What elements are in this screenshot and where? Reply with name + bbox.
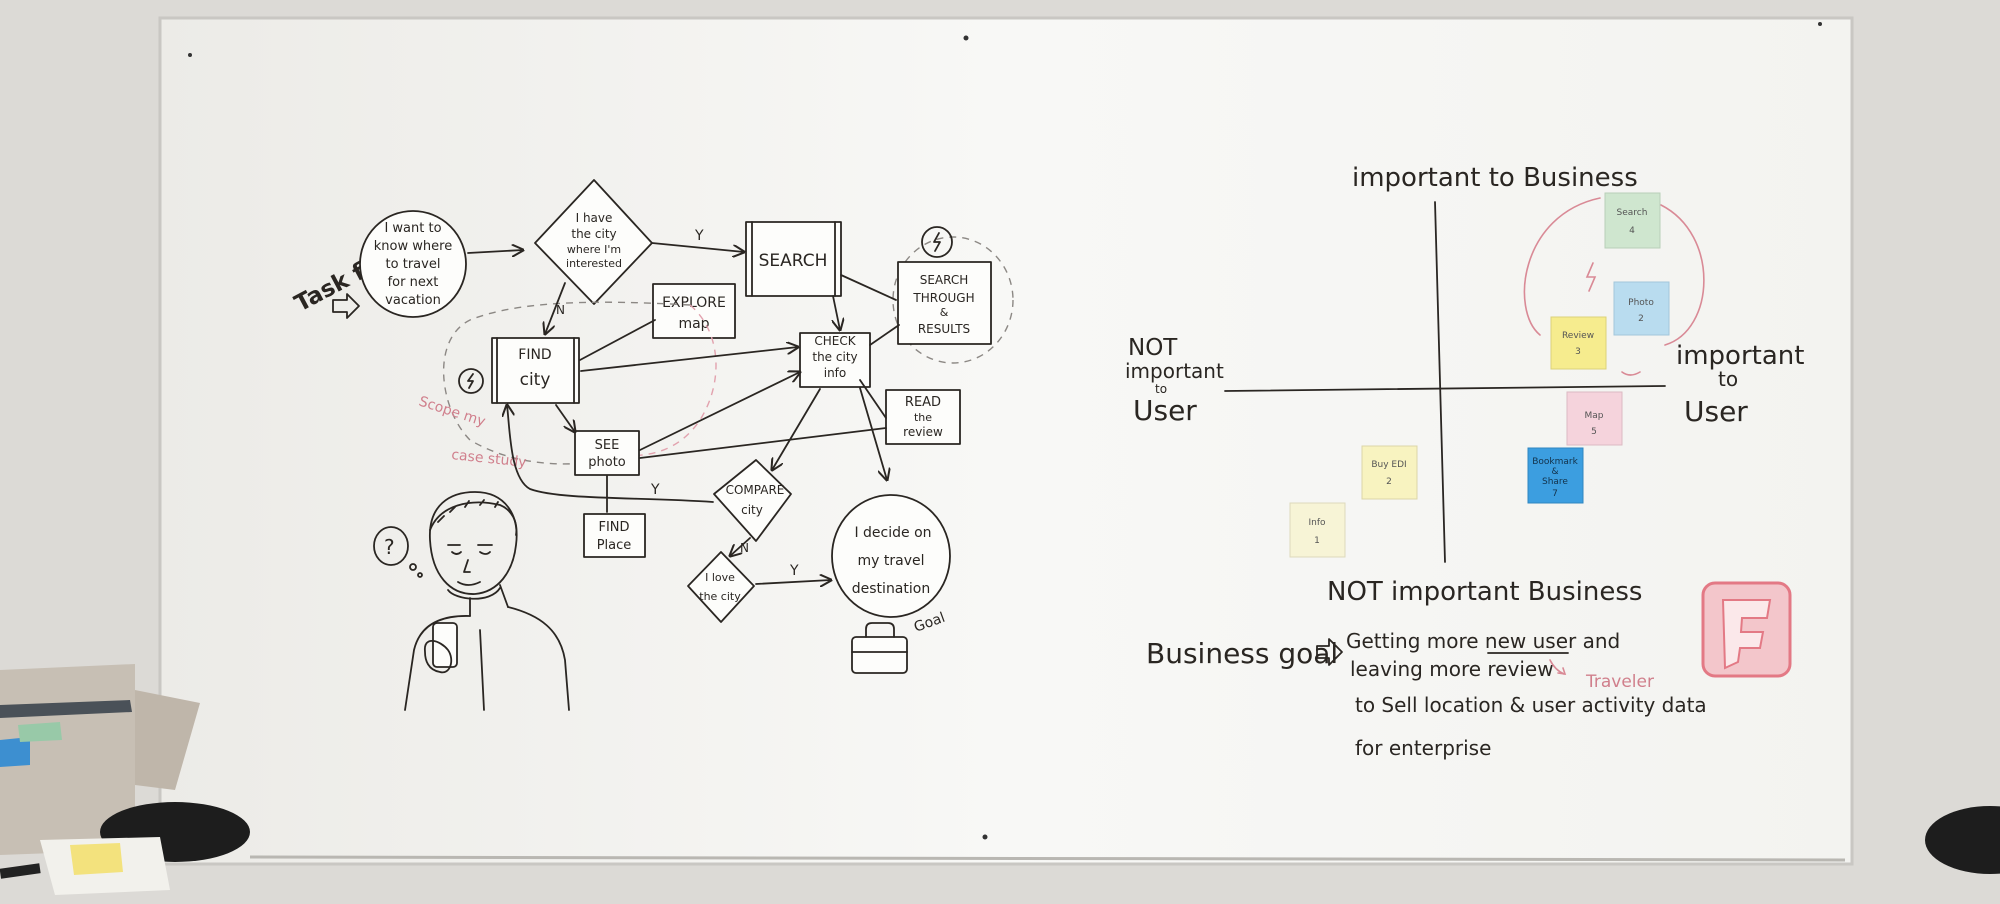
svg-text:where I'm: where I'm xyxy=(567,243,621,256)
svg-text:the city: the city xyxy=(812,350,857,364)
svg-text:Review: Review xyxy=(1562,331,1594,341)
svg-text:7: 7 xyxy=(1552,489,1558,499)
svg-text:the city: the city xyxy=(571,227,616,241)
svg-text:Place: Place xyxy=(597,538,632,553)
svg-text:for enterprise: for enterprise xyxy=(1355,736,1491,760)
svg-text:SEARCH: SEARCH xyxy=(920,273,969,287)
svg-text:Getting more new user and: Getting more new user and xyxy=(1346,629,1620,653)
svg-text:interested: interested xyxy=(566,257,622,270)
svg-text:Buy EDI: Buy EDI xyxy=(1371,460,1406,470)
svg-text:SEE: SEE xyxy=(595,438,620,453)
svg-text:photo: photo xyxy=(588,455,626,470)
svg-text:READ: READ xyxy=(905,395,941,410)
sticky-photo: Photo 2 xyxy=(1614,282,1669,335)
svg-text:destination: destination xyxy=(852,581,930,597)
svg-text:Y: Y xyxy=(789,563,799,579)
svg-text:I have: I have xyxy=(576,211,613,225)
svg-text:Traveler: Traveler xyxy=(1585,672,1654,692)
svg-text:important: important xyxy=(1676,341,1804,371)
svg-text:know where: know where xyxy=(374,239,452,254)
axis-bottom-label: NOT important Business xyxy=(1327,577,1642,607)
svg-text:Share: Share xyxy=(1542,477,1568,487)
svg-text:?: ? xyxy=(384,535,395,559)
svg-text:city: city xyxy=(520,370,551,390)
svg-text:3: 3 xyxy=(1575,347,1581,357)
svg-text:Y: Y xyxy=(694,228,704,244)
svg-text:THROUGH: THROUGH xyxy=(912,291,974,305)
axis-top-label: important to Business xyxy=(1352,163,1638,193)
svg-text:Photo: Photo xyxy=(1628,298,1654,308)
svg-text:N: N xyxy=(740,541,749,555)
svg-text:the city: the city xyxy=(699,590,741,603)
sticky-bookmark-share: Bookmark & Share 7 xyxy=(1528,448,1583,503)
svg-text:Search: Search xyxy=(1617,208,1648,218)
svg-text:to Sell location & user activi: to Sell location & user activity data xyxy=(1355,693,1707,717)
svg-text:RESULTS: RESULTS xyxy=(918,322,970,336)
sticky-info: Info 1 xyxy=(1290,503,1345,557)
svg-text:to: to xyxy=(1718,367,1738,391)
svg-text:to travel: to travel xyxy=(386,257,441,272)
svg-text:Info: Info xyxy=(1308,518,1326,528)
svg-text:&: & xyxy=(940,306,949,319)
svg-text:COMPARE: COMPARE xyxy=(726,483,785,497)
svg-text:2: 2 xyxy=(1386,477,1392,487)
svg-text:User: User xyxy=(1133,394,1197,427)
node-search-results: SEARCH THROUGH & RESULTS xyxy=(912,273,974,336)
svg-text:vacation: vacation xyxy=(385,293,441,308)
svg-text:city: city xyxy=(741,503,763,517)
svg-text:review: review xyxy=(903,425,943,439)
svg-text:the: the xyxy=(914,411,932,424)
svg-text:N: N xyxy=(556,303,565,317)
svg-text:5: 5 xyxy=(1591,427,1597,437)
sticky-search: Search 4 xyxy=(1605,193,1660,248)
sticky-buy: Buy EDI 2 xyxy=(1362,446,1417,499)
svg-text:info: info xyxy=(824,366,847,380)
svg-text:I want to: I want to xyxy=(384,221,441,236)
svg-text:my travel: my travel xyxy=(858,553,925,569)
node-start: I want to know where to travel for next … xyxy=(374,221,452,308)
svg-text:important: important xyxy=(1125,359,1224,383)
svg-text:FIND: FIND xyxy=(518,347,551,363)
svg-text:4: 4 xyxy=(1629,226,1635,236)
svg-text:I love: I love xyxy=(705,571,735,584)
svg-text:1: 1 xyxy=(1314,536,1320,546)
node-decide: I decide on my travel destination xyxy=(852,525,932,597)
svg-text:NOT: NOT xyxy=(1128,335,1178,361)
svg-text:FIND: FIND xyxy=(598,520,629,535)
svg-text:&: & xyxy=(1551,467,1558,477)
svg-text:Y: Y xyxy=(650,482,660,498)
svg-text:2: 2 xyxy=(1638,314,1644,324)
foursquare-logo xyxy=(1703,583,1790,676)
svg-text:map: map xyxy=(678,316,709,332)
svg-text:User: User xyxy=(1684,395,1748,428)
node-search: SEARCH xyxy=(759,251,828,271)
svg-text:Map: Map xyxy=(1585,411,1604,421)
svg-text:CHECK: CHECK xyxy=(814,334,856,348)
business-goal-label: Business goal xyxy=(1146,637,1338,670)
svg-text:Bookmark: Bookmark xyxy=(1532,457,1578,467)
svg-text:leaving more review: leaving more review xyxy=(1350,657,1554,681)
sticky-map: Map 5 xyxy=(1567,392,1622,445)
svg-text:I decide on: I decide on xyxy=(854,525,931,541)
sticky-review: Review 3 xyxy=(1551,317,1606,369)
svg-text:for next: for next xyxy=(388,275,439,290)
